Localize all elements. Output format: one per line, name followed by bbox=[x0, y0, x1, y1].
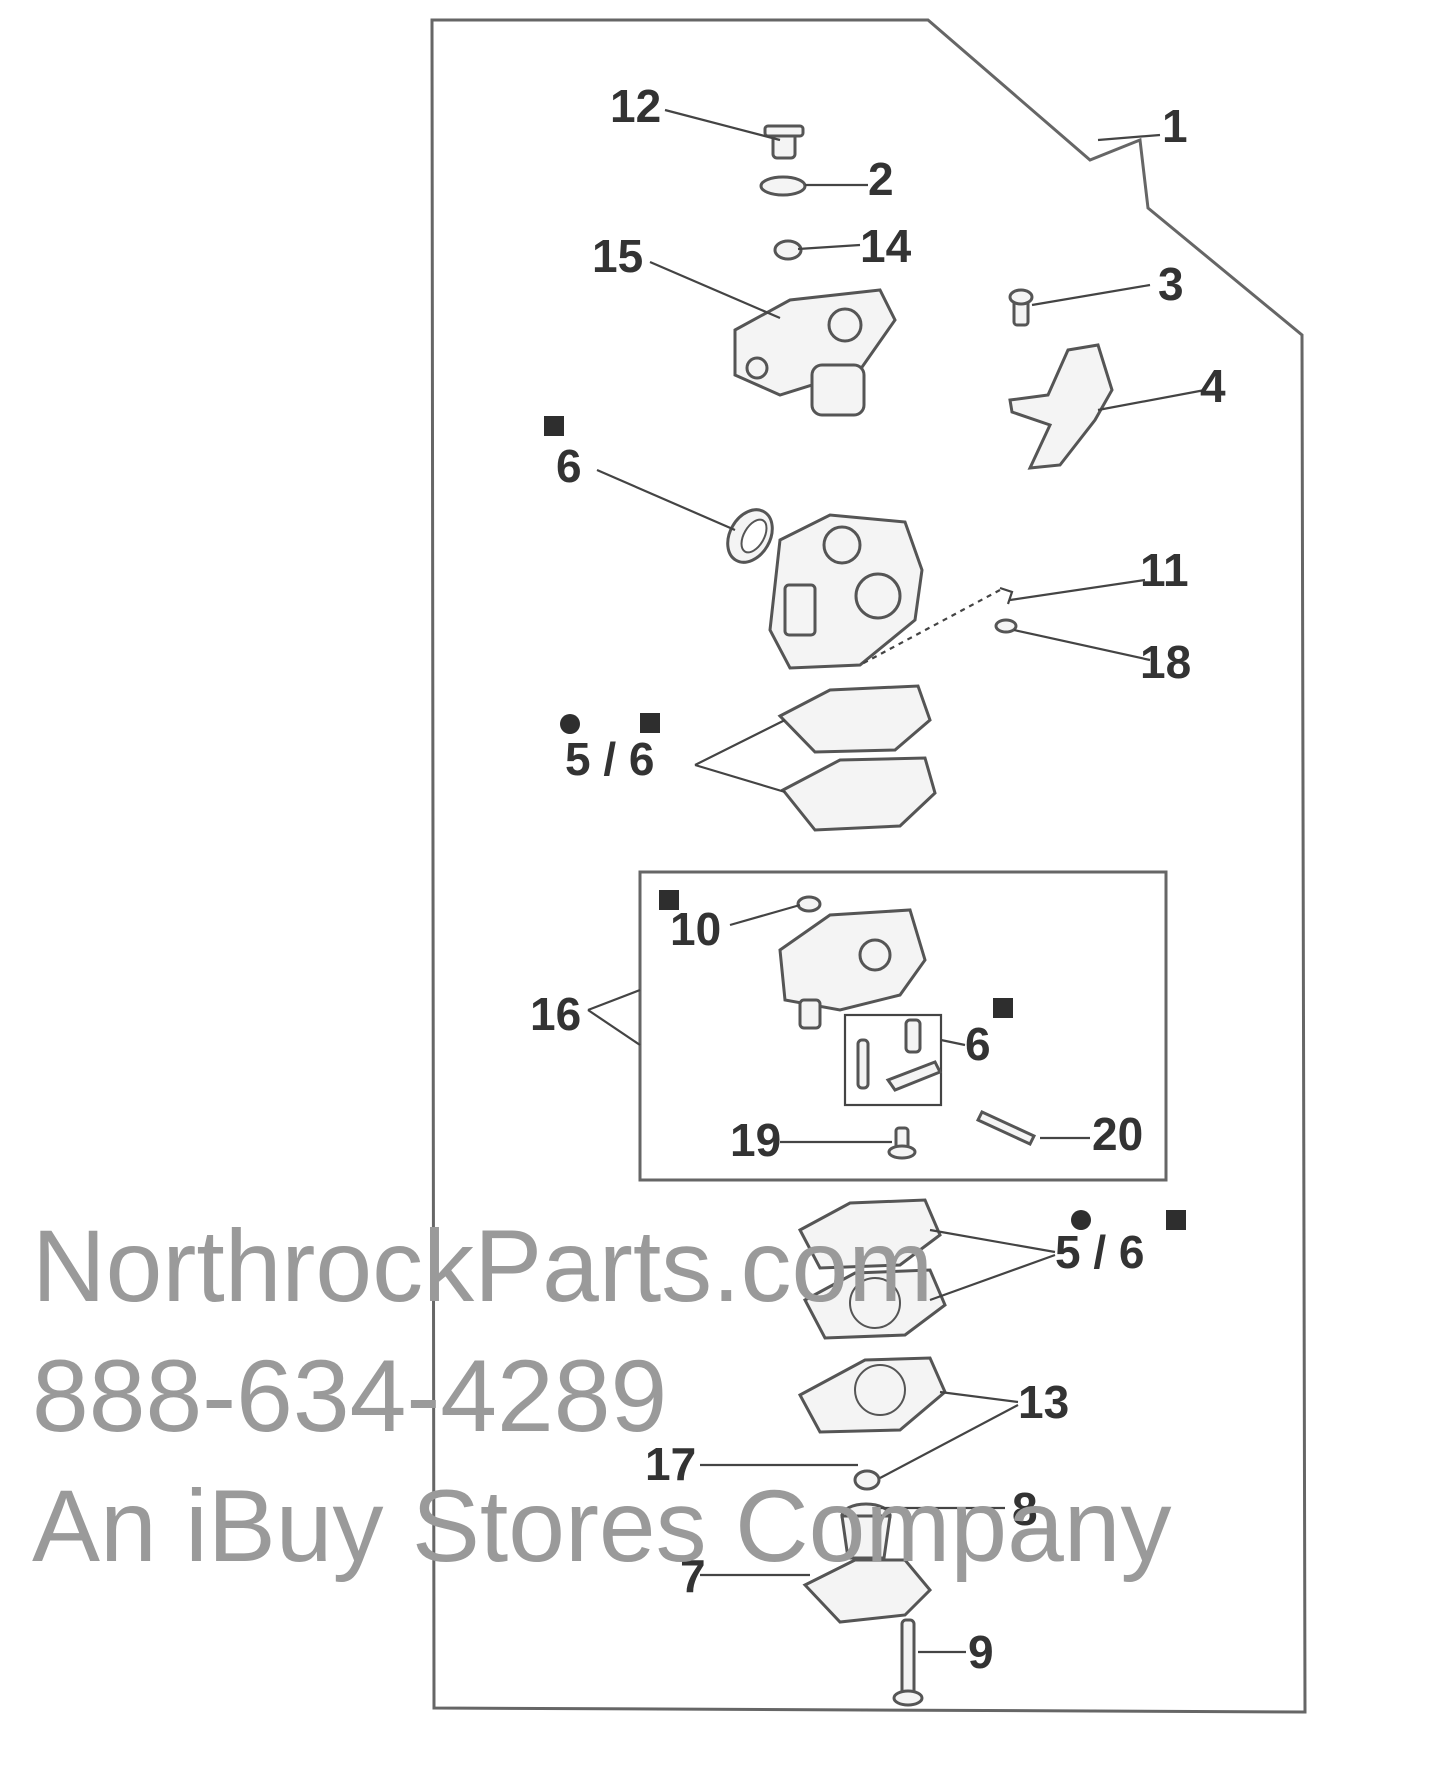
part-6-lever bbox=[885, 1060, 943, 1092]
label-part-8: 8 bbox=[1012, 1483, 1038, 1535]
label-part-1: 1 bbox=[1162, 100, 1188, 152]
part-11-pin bbox=[999, 586, 1014, 605]
label-part-18: 18 bbox=[1140, 636, 1191, 688]
part-2-washer bbox=[759, 175, 807, 197]
marker-square bbox=[1166, 1210, 1186, 1230]
part-7-cover bbox=[802, 1558, 933, 1624]
part-12-screw bbox=[763, 124, 805, 160]
part-9-screw bbox=[892, 1618, 924, 1707]
marker-square bbox=[993, 998, 1013, 1018]
label-part-14: 14 bbox=[860, 220, 912, 272]
label-part-4: 4 bbox=[1200, 360, 1226, 412]
part-14-clip bbox=[773, 239, 803, 261]
part-4-bracket bbox=[1008, 343, 1114, 470]
part-17-nut bbox=[853, 1469, 881, 1491]
inner-box-16 bbox=[638, 870, 1168, 1182]
gaskets-lower bbox=[797, 1198, 947, 1340]
dashed-guide bbox=[859, 589, 1001, 666]
part-13-cover bbox=[797, 1356, 947, 1434]
label-part-2: 2 bbox=[868, 153, 894, 205]
label-part-9: 9 bbox=[968, 1626, 994, 1678]
watermark-phone: 888-634-4289 bbox=[32, 1339, 668, 1453]
label-part-6: 6 bbox=[556, 440, 582, 492]
label-part-19: 19 bbox=[730, 1114, 781, 1166]
carburetor-body bbox=[768, 513, 924, 670]
marker-dot bbox=[1071, 1210, 1091, 1230]
part-3-screw bbox=[1008, 288, 1034, 327]
label-part-6-inner: 6 bbox=[965, 1018, 991, 1070]
label-part-10: 10 bbox=[670, 903, 721, 955]
label-part-11: 11 bbox=[1140, 544, 1189, 596]
label-part-12: 12 bbox=[610, 80, 661, 132]
part-6-seal bbox=[726, 508, 774, 564]
watermark-company: An iBuy Stores Company bbox=[32, 1469, 1172, 1583]
marker-square bbox=[659, 890, 679, 910]
part-8-primer-bulb bbox=[840, 1502, 892, 1560]
inner-group-6 bbox=[843, 1013, 943, 1107]
label-part-5-6-upper: 5 / 6 bbox=[565, 733, 655, 785]
label-part-15: 15 bbox=[592, 230, 643, 282]
part-6-spring bbox=[904, 1018, 922, 1054]
part-19-screw bbox=[887, 1126, 917, 1160]
part-18-spring bbox=[994, 618, 1018, 634]
marker-square bbox=[640, 713, 660, 733]
gaskets-upper bbox=[777, 684, 937, 832]
label-part-3: 3 bbox=[1158, 258, 1184, 310]
part-16-body bbox=[778, 908, 927, 1030]
label-part-13: 13 bbox=[1018, 1376, 1069, 1428]
outer-frame bbox=[430, 18, 1307, 1714]
leader-lines bbox=[587, 108, 1206, 1654]
watermark-site: NorthrockParts.com bbox=[32, 1209, 934, 1323]
label-part-17: 17 bbox=[645, 1438, 696, 1490]
label-part-5-6-lower: 5 / 6 bbox=[1055, 1226, 1145, 1278]
label-part-20: 20 bbox=[1092, 1108, 1143, 1160]
marker-dot bbox=[560, 714, 580, 734]
part-6-needle bbox=[856, 1038, 870, 1090]
marker-square bbox=[544, 416, 564, 436]
label-part-7: 7 bbox=[680, 1550, 706, 1602]
label-part-16: 16 bbox=[530, 988, 581, 1040]
part-20-pin bbox=[975, 1110, 1037, 1146]
part-10-piece bbox=[796, 895, 822, 913]
